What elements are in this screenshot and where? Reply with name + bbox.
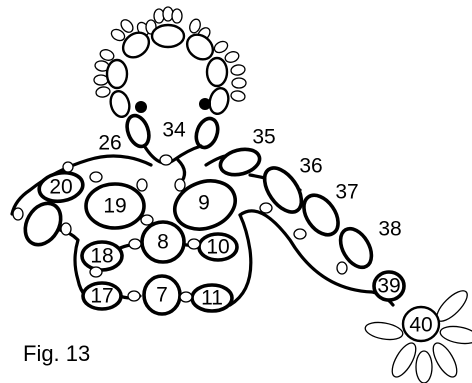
ring-34-neck	[194, 116, 220, 150]
join-picot	[89, 171, 103, 183]
ring-17	[81, 281, 123, 311]
label-40: 40	[409, 314, 432, 337]
figure-caption: Fig. 13	[23, 341, 91, 366]
ring-26-neck	[125, 113, 151, 149]
label-11: 11	[201, 287, 223, 310]
join-picot	[62, 161, 74, 173]
head-ring	[205, 56, 229, 88]
join-picot	[60, 222, 72, 236]
label-7: 7	[156, 284, 168, 307]
head-ring	[121, 31, 151, 59]
picot	[120, 19, 134, 33]
join-picot	[89, 266, 103, 278]
label-17: 17	[90, 285, 113, 308]
join-picot	[336, 261, 348, 275]
label-20: 20	[49, 176, 72, 199]
ring-39	[372, 270, 406, 302]
join-picot	[259, 202, 273, 214]
label-34: 34	[162, 119, 186, 142]
head-ring	[185, 33, 215, 61]
join-picot	[179, 291, 193, 303]
label-36: 36	[299, 155, 322, 178]
petal	[439, 325, 472, 345]
label-18: 18	[90, 245, 113, 268]
picot	[99, 49, 115, 61]
picot	[213, 40, 229, 54]
picot	[93, 74, 109, 86]
flower	[364, 290, 472, 383]
head-ring	[208, 87, 230, 115]
label-39: 39	[377, 275, 400, 298]
picot	[95, 86, 111, 98]
join-picot	[174, 178, 186, 192]
label-38: 38	[378, 218, 401, 241]
ring-19	[84, 182, 146, 230]
head-ring	[105, 58, 129, 90]
chain-left-sleeve	[10, 154, 153, 216]
label-37: 37	[335, 181, 358, 204]
label-8: 8	[157, 231, 169, 254]
label-35: 35	[252, 126, 275, 149]
join-picot	[12, 207, 24, 221]
ring-36	[262, 166, 304, 214]
ring-sleeve-outer	[23, 201, 63, 247]
head	[93, 6, 247, 118]
head-ring	[150, 23, 186, 49]
petal	[364, 321, 404, 341]
join-picot	[159, 154, 173, 166]
right-eye	[199, 98, 211, 110]
label-19: 19	[103, 195, 126, 218]
label-10: 10	[206, 236, 229, 259]
ring-numbers: 26 34 35 36 37 38 39 40 20 19 9 18 8 10 …	[49, 119, 432, 337]
left-eye	[135, 101, 147, 113]
chain-neck	[143, 144, 203, 165]
petal	[432, 342, 458, 378]
join-picot	[187, 238, 201, 250]
label-9: 9	[198, 192, 210, 215]
join-picot	[136, 178, 148, 192]
ring-9	[173, 179, 237, 231]
ring-35	[218, 147, 262, 177]
picot	[231, 77, 247, 89]
ring-38	[338, 226, 374, 270]
picot	[171, 8, 183, 24]
join-picot	[128, 238, 142, 250]
picot	[162, 6, 174, 22]
petal	[415, 350, 433, 383]
picot	[110, 28, 126, 42]
picot	[153, 8, 165, 24]
picot	[189, 18, 201, 34]
head-ring	[109, 90, 131, 118]
label-26: 26	[98, 132, 121, 155]
join-picot	[127, 290, 141, 302]
join-picot	[293, 228, 307, 240]
ring-40	[401, 305, 441, 343]
join-picot	[140, 214, 154, 226]
picot	[230, 64, 246, 76]
ring-20	[37, 170, 85, 204]
chain-right-body	[228, 213, 253, 307]
ring-8	[140, 220, 186, 264]
joining-picots	[12, 154, 348, 303]
petal	[391, 342, 417, 378]
ring-37	[302, 193, 340, 237]
picot	[230, 90, 246, 102]
picot	[224, 51, 240, 63]
